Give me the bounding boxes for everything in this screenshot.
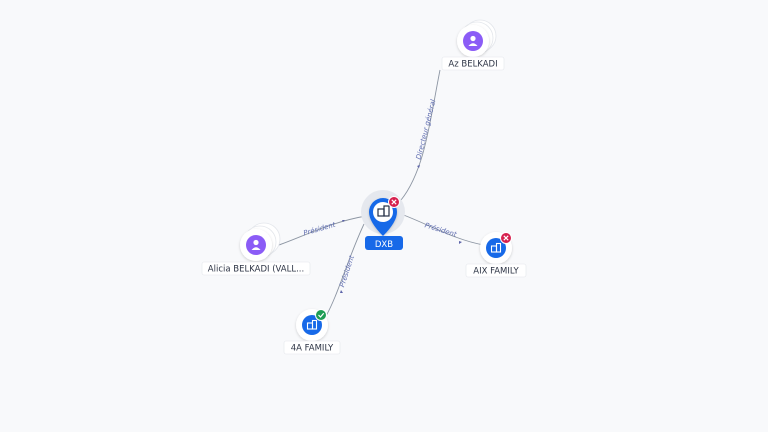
node-alicia-belkadi[interactable]: Alicia BELKADI (VALL... (201, 222, 311, 276)
node-label-box (465, 263, 527, 278)
check-icon (318, 312, 325, 318)
active-badge (315, 309, 327, 321)
close-icon (503, 235, 509, 241)
building-icon (377, 205, 390, 217)
edge-4a-dxb: Président (325, 223, 365, 317)
edge-arrow (459, 241, 462, 244)
node-aix-family[interactable]: AIX FAMILY (465, 232, 527, 278)
node-label-box (441, 56, 505, 71)
edge-label-president-alicia: Président (303, 221, 337, 238)
node-label-az: Az BELKADI (448, 60, 497, 70)
node-label-alicia: Alicia BELKADI (VALL... (208, 265, 304, 275)
edge-label-directeur: Directeur général (415, 99, 438, 161)
building-icon (306, 319, 318, 330)
node-4a-family[interactable]: 4A FAMILY (283, 309, 341, 355)
node-label-aix: AIX FAMILY (473, 267, 519, 277)
closed-badge (388, 196, 400, 208)
node-label-box (201, 261, 311, 276)
edge-alicia-dxb: Président (275, 215, 367, 247)
person-icon (251, 239, 261, 250)
center-node-dxb[interactable]: DXB (361, 190, 405, 250)
node-az-belkadi[interactable]: Az BELKADI (441, 19, 505, 71)
center-label-box (365, 236, 403, 250)
edge-label-president-4a: Président (338, 254, 356, 288)
center-label: DXB (375, 240, 393, 250)
person-icon (468, 35, 478, 46)
edge-label-president-aix: Président (424, 221, 458, 238)
edge-arrow (342, 220, 345, 222)
node-label-4a: 4A FAMILY (291, 344, 334, 354)
close-icon (391, 199, 397, 205)
building-icon (490, 242, 502, 253)
node-label-box (283, 340, 341, 355)
closed-badge (500, 232, 512, 244)
edge-az-dxb: Directeur général (400, 69, 441, 201)
edge-dxb-aix: Président (400, 213, 485, 246)
edge-arrow (340, 290, 343, 293)
edge-arrow (417, 165, 420, 168)
